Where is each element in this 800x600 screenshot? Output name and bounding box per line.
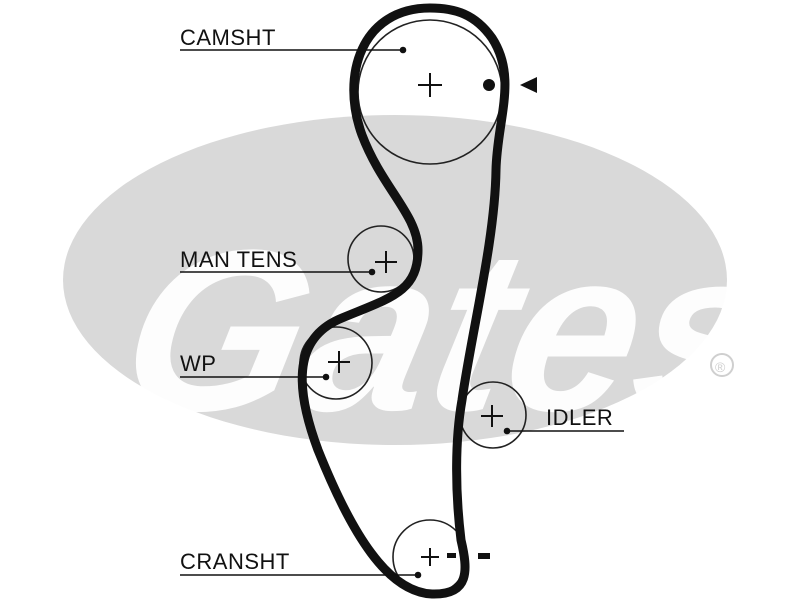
gates-watermark-logo: Gates ® bbox=[63, 115, 796, 459]
water-pump-center-cross-icon bbox=[328, 351, 350, 373]
camshaft-timing-pointer-icon bbox=[520, 77, 537, 93]
crankshaft-timing-mark-icon bbox=[447, 553, 456, 558]
timing-belt bbox=[297, 3, 510, 599]
crankshaft-label: CRANSHT bbox=[180, 549, 290, 574]
idler-label: IDLER bbox=[546, 405, 613, 430]
camshaft-center-cross-icon bbox=[418, 73, 442, 97]
manual-tensioner-center-cross-icon bbox=[375, 251, 397, 273]
idler-center-cross-icon bbox=[481, 405, 503, 427]
registered-mark: ® bbox=[715, 359, 726, 375]
manual-tensioner-label: MAN TENS bbox=[180, 247, 297, 272]
watermark-ellipse bbox=[63, 115, 727, 445]
water-pump-label: WP bbox=[180, 351, 216, 376]
watermark-brand-text: Gates bbox=[102, 202, 796, 459]
camshaft-label: CAMSHT bbox=[180, 25, 276, 50]
registered-mark-circle bbox=[710, 353, 734, 377]
crankshaft-center-cross-icon bbox=[421, 548, 439, 566]
camshaft-timing-dot-icon bbox=[483, 79, 495, 91]
crankshaft-reference-mark-icon bbox=[478, 553, 490, 559]
